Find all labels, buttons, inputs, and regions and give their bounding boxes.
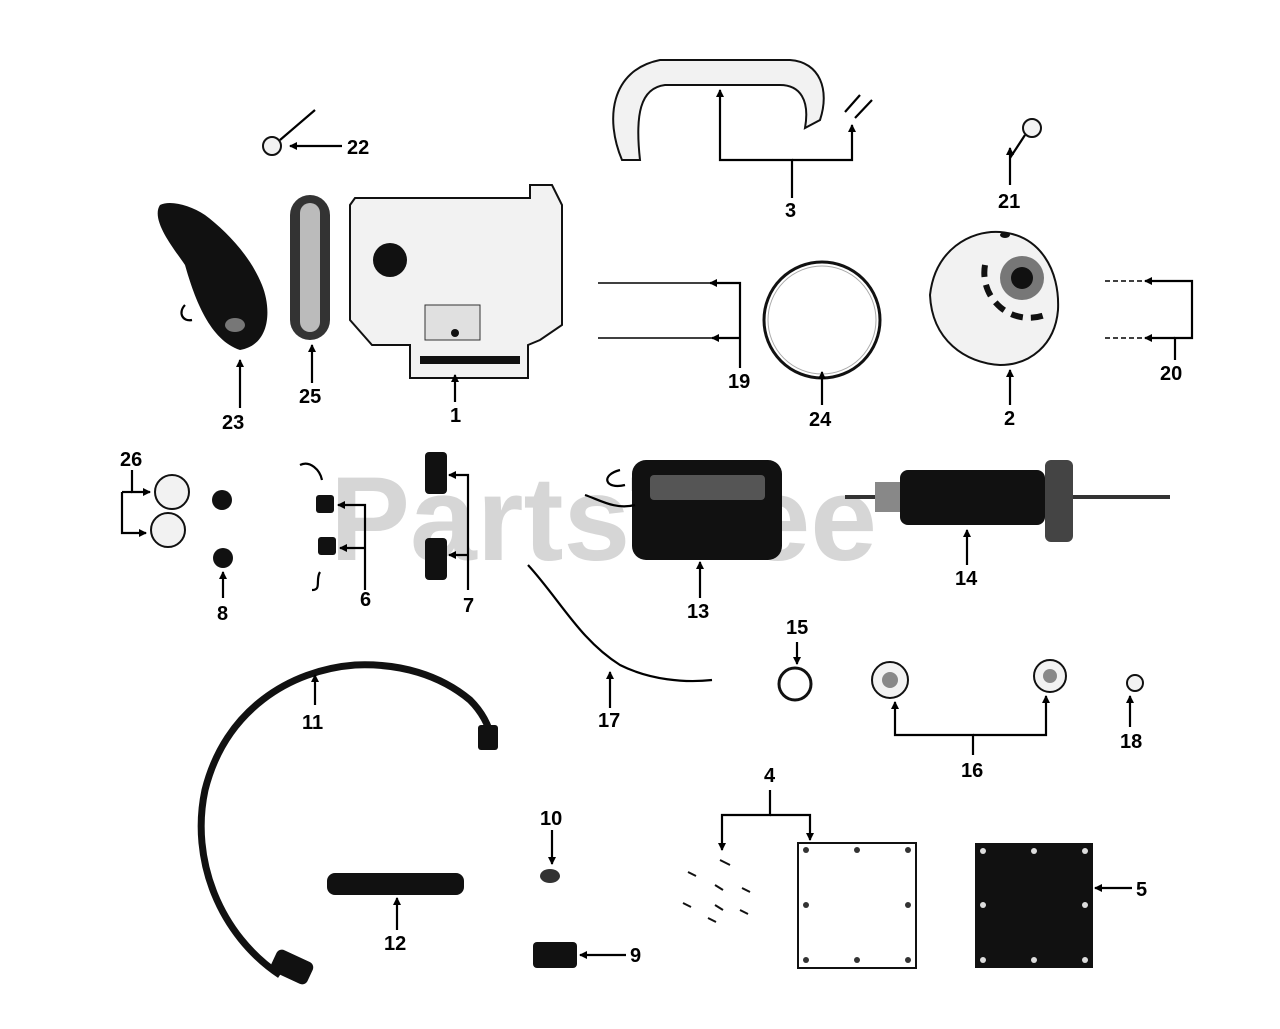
callout-25: 25: [299, 386, 321, 408]
callout-19: 19: [728, 371, 750, 393]
part-20-screws: [1105, 280, 1180, 339]
callout-21: 21: [998, 191, 1020, 213]
part-6-brushes: [299, 462, 336, 592]
part-4-screws: [682, 859, 751, 923]
part-3-screws: [844, 94, 873, 119]
part-4-cover-plate: [797, 842, 917, 969]
part-7-brush-holders: [425, 452, 447, 580]
callout-7: 7: [463, 595, 474, 617]
part-17-lead-wire: [527, 564, 713, 683]
part-16-bearings: [871, 659, 1067, 699]
callout-18: 18: [1120, 731, 1142, 753]
callout-24: 24: [809, 409, 832, 431]
callout-2: 2: [1004, 408, 1015, 430]
part-19-screws: [598, 282, 720, 339]
callout-15: 15: [786, 617, 808, 639]
callout-22: 22: [347, 137, 369, 159]
callout-9: 9: [630, 945, 641, 967]
leader-lines: [120, 89, 1194, 959]
part-25-ring: [290, 195, 330, 340]
part-14-armature: [845, 460, 1170, 542]
part-15-clip: [777, 666, 813, 702]
callout-20: 20: [1160, 363, 1182, 385]
part-24-gasket: [762, 260, 882, 380]
part-8-bushings: [212, 490, 233, 568]
part-11-power-cord: [197, 661, 498, 985]
callout-labels: 1 2 3 4 5 6 7 8 9 10 11 12 13 14 15 16 1…: [120, 137, 1182, 967]
part-3-handle: [612, 59, 825, 161]
callout-10: 10: [540, 808, 562, 830]
callout-1: 1: [450, 405, 461, 427]
callout-26: 26: [120, 449, 142, 471]
callout-17: 17: [598, 710, 620, 732]
callout-11: 11: [302, 712, 323, 734]
callout-12: 12: [384, 933, 406, 955]
part-5-gasket-plate: [975, 843, 1093, 968]
part-22-terminal: [262, 109, 316, 156]
watermark-text: PartsTree: [330, 452, 877, 586]
part-10-screw: [540, 869, 560, 883]
part-26-bearings: [150, 474, 190, 548]
part-13-field: [584, 460, 782, 560]
part-1-housing: [349, 184, 563, 379]
callout-13: 13: [687, 601, 709, 623]
part-2-end-bell: [928, 230, 1060, 367]
callout-3: 3: [785, 200, 796, 222]
callout-16: 16: [961, 760, 983, 782]
callout-6: 6: [360, 589, 371, 611]
part-12-sleeve: [327, 873, 464, 895]
callout-4: 4: [764, 765, 776, 787]
part-21-connector: [1009, 118, 1042, 159]
part-23-cord-assembly: [157, 203, 268, 350]
part-18-washer: [1126, 674, 1144, 692]
callout-5: 5: [1136, 879, 1147, 901]
part-9-switch: [533, 942, 577, 968]
callout-8: 8: [217, 603, 228, 625]
callout-14: 14: [955, 568, 978, 590]
callout-23: 23: [222, 412, 244, 434]
